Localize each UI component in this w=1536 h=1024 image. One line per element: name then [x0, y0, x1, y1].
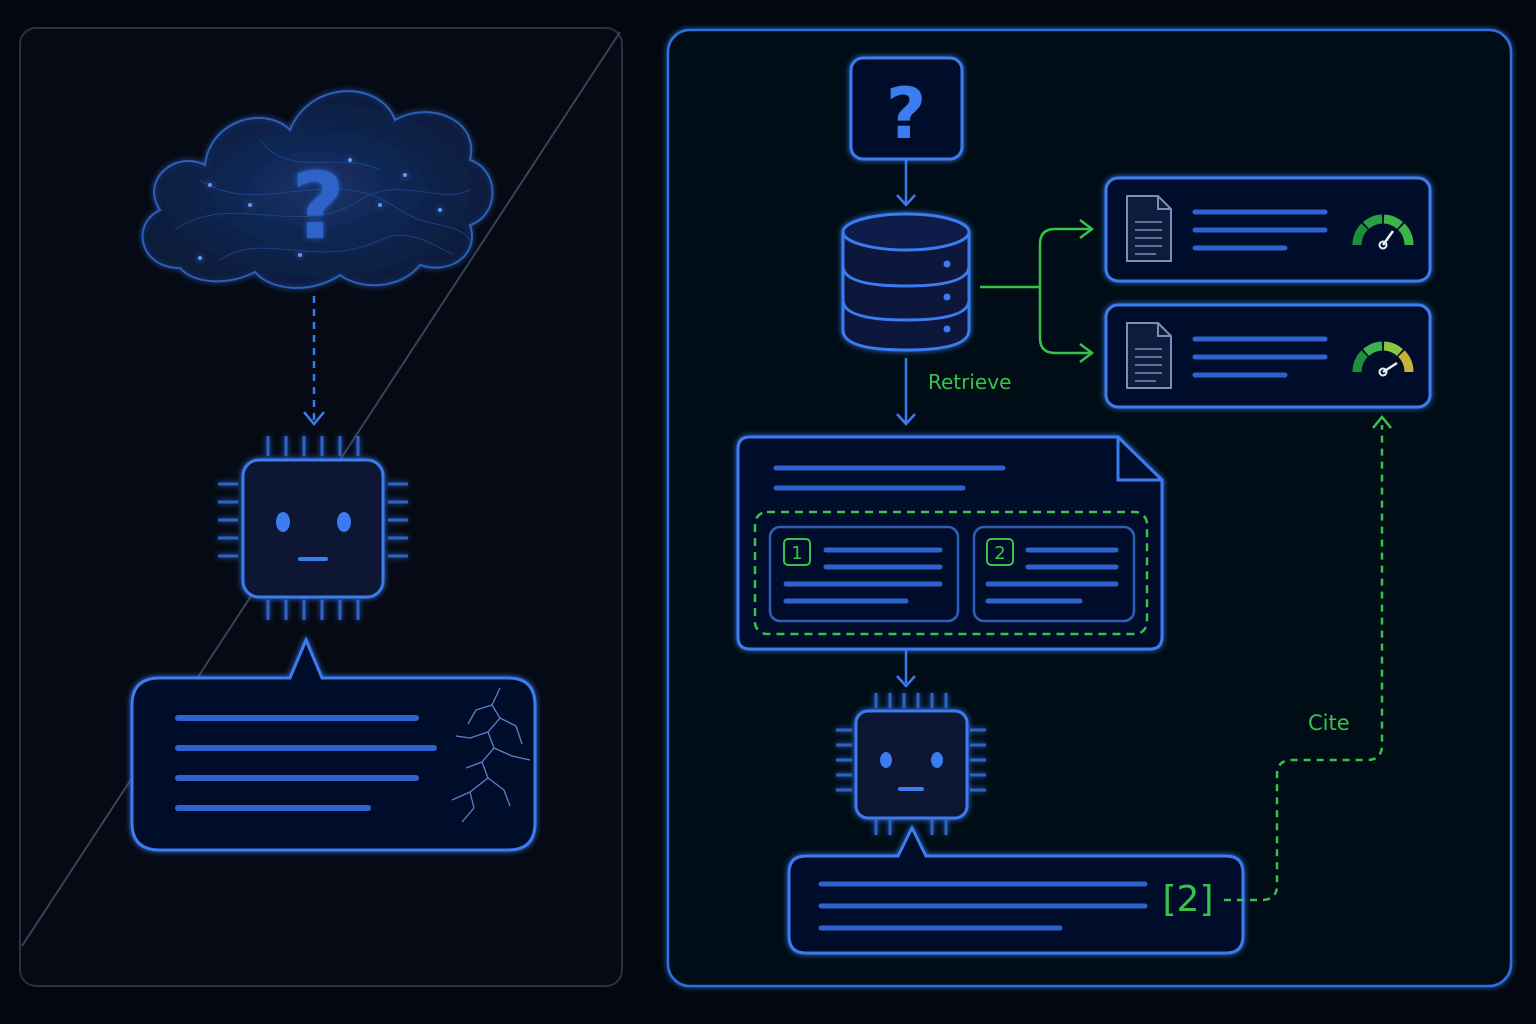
gauge-icon: [1352, 341, 1414, 377]
arrow-head-icon: [896, 675, 916, 688]
result-card: [1104, 176, 1432, 283]
arrow-head-icon: [303, 411, 325, 426]
database-icon: [841, 212, 971, 352]
arrow-head-icon: [896, 413, 916, 426]
answer-bubble: [130, 636, 537, 852]
chunk-badge: 1: [791, 543, 802, 564]
document-icon: [1126, 195, 1172, 262]
chunk-card: 1: [768, 525, 960, 623]
chip-icon: [218, 436, 408, 620]
gauge-icon: [1352, 214, 1414, 250]
left-panel: ?: [19, 27, 623, 987]
context-document: 1 2: [736, 435, 1164, 651]
arrow-head-icon: [1372, 415, 1392, 429]
retrieve-label: Retrieve: [928, 370, 1011, 394]
crack-icon: [451, 687, 531, 823]
db-to-results-arrows: [980, 219, 1095, 363]
citation-marker: [2]: [1163, 879, 1214, 920]
chip-icon: [836, 693, 986, 835]
document-icon: [1126, 322, 1172, 389]
cloud-question-mark: ?: [291, 153, 344, 260]
query-question-mark: ?: [886, 73, 927, 155]
cloud-icon: [141, 90, 494, 289]
context-highlight-box: [753, 510, 1149, 636]
right-panel: ?: [666, 28, 1513, 988]
cited-answer-bubble: [2]: [787, 824, 1245, 955]
chunk-card: 2: [972, 525, 1136, 623]
result-card: [1104, 303, 1432, 409]
chunk-badge: 2: [994, 543, 1005, 564]
query-box: ?: [849, 56, 964, 161]
arrow-head-icon: [896, 194, 916, 207]
cite-label: Cite: [1308, 711, 1350, 735]
cite-arrow: [1224, 425, 1384, 902]
